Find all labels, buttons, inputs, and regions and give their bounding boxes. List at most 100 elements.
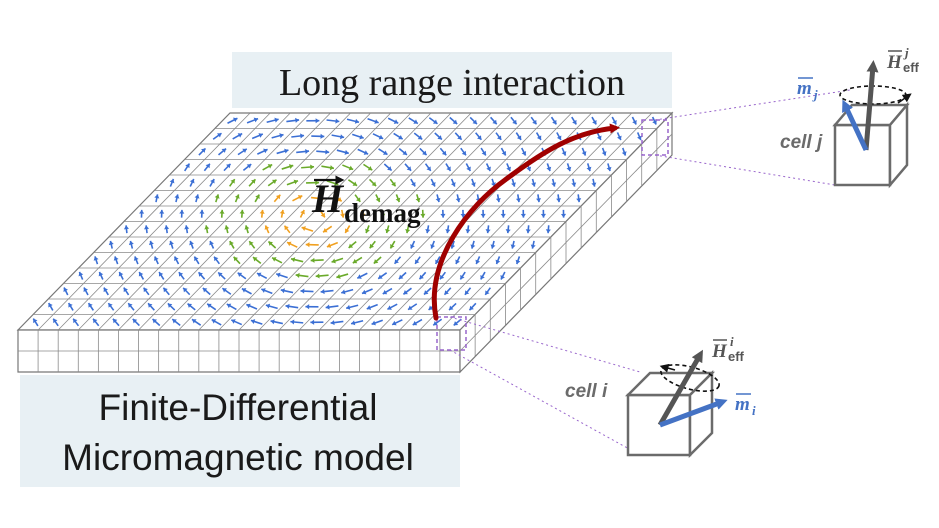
cell-arrow	[500, 147, 507, 156]
m-i-symbol: m	[735, 394, 750, 415]
slab-cell-j-highlight	[641, 119, 669, 156]
cell-arrow	[445, 225, 451, 234]
cell-arrow	[47, 302, 54, 311]
cell-arrow	[162, 287, 170, 296]
cell-arrow	[510, 116, 518, 125]
cell-arrow	[407, 303, 418, 311]
heff-j-vector	[863, 60, 879, 151]
cell-j-label: cell j	[780, 132, 823, 153]
cell-arrow	[495, 256, 501, 265]
cell-arrow	[159, 209, 165, 218]
cell-arrow	[601, 147, 607, 156]
cell-arrow	[292, 194, 303, 202]
cell-arrow	[133, 256, 139, 265]
cell-arrow	[480, 271, 486, 280]
cell-arrow	[203, 163, 211, 172]
cell-arrow	[256, 272, 268, 280]
cell-arrow	[425, 225, 431, 234]
cell-arrow	[83, 287, 89, 296]
cell-arrow	[234, 194, 240, 203]
cell-arrow	[596, 132, 602, 141]
cell-arrow	[389, 178, 397, 187]
cell-arrow	[152, 318, 161, 327]
cell-arrow	[217, 147, 227, 156]
cell-arrow	[357, 148, 369, 155]
cell-arrow	[226, 303, 237, 311]
cell-arrow	[367, 117, 379, 124]
cell-arrow	[209, 178, 215, 187]
cell-arrow	[387, 117, 399, 124]
cell-arrow	[440, 209, 446, 218]
cell-arrow	[182, 287, 191, 296]
cell-arrow	[132, 318, 140, 327]
cell-arrow	[347, 179, 358, 187]
cell-arrow	[266, 117, 279, 124]
cell-arrow	[123, 287, 130, 296]
cell-arrow	[405, 225, 411, 234]
cell-arrow	[305, 242, 319, 248]
cell-arrow	[455, 256, 461, 265]
cell-arrow	[561, 147, 567, 156]
cell-arrow	[311, 196, 324, 202]
cell-arrow	[224, 225, 230, 234]
cell-arrow	[213, 256, 221, 265]
cell-arrow	[560, 209, 567, 218]
cell-arrow	[283, 225, 291, 234]
cell-arrow	[400, 209, 406, 218]
cell-arrow	[383, 163, 393, 172]
cell-arrow	[413, 132, 423, 140]
cell-arrow	[428, 117, 438, 125]
cell-arrow	[184, 225, 190, 234]
cell-arrow	[306, 118, 320, 124]
cell-arrow	[322, 225, 333, 233]
cell-arrow	[276, 148, 289, 155]
cell-arrow	[197, 271, 206, 280]
cell-arrow	[371, 319, 384, 326]
cell-arrow	[301, 164, 315, 170]
cell-arrow	[127, 302, 135, 311]
cell-arrow	[455, 194, 461, 203]
cell-arrow	[300, 288, 314, 294]
cell-arrow	[490, 240, 496, 249]
cell-arrow	[566, 163, 572, 172]
cell-arrow	[556, 194, 562, 203]
cell-arrow	[480, 209, 486, 218]
cell-arrow	[616, 132, 622, 141]
cell-arrow	[465, 163, 472, 172]
bottom-title-box	[20, 375, 460, 487]
m-j-vector	[842, 99, 869, 152]
cell-arrow	[460, 147, 467, 156]
cell-arrow	[301, 226, 314, 232]
cell-arrow	[378, 148, 388, 156]
cell-arrow	[571, 178, 577, 187]
cell-arrow	[511, 178, 516, 187]
cell-arrow	[271, 257, 283, 264]
cell-arrow	[306, 180, 320, 186]
cell-arrow	[402, 287, 412, 295]
cell-arrow	[246, 303, 258, 310]
h-demag-symbol: H	[311, 176, 345, 221]
cell-arrow	[531, 178, 537, 187]
cell-arrow	[257, 148, 268, 155]
cell-arrow	[389, 240, 396, 249]
cell-arrow	[356, 272, 368, 279]
cell-arrow	[485, 225, 491, 234]
magnetization-arrows	[32, 116, 657, 327]
cell-arrow	[495, 132, 502, 141]
cell-arrow	[239, 209, 245, 218]
cell-arrow	[611, 116, 617, 125]
cell-arrow	[144, 225, 150, 234]
cell-arrow	[546, 163, 552, 172]
cell-arrow	[500, 271, 506, 280]
cell-arrow	[495, 194, 501, 203]
heff-j-label: H j eff	[886, 45, 920, 75]
cell-arrow	[264, 225, 270, 234]
cell-arrow	[221, 287, 232, 295]
cell-arrow	[228, 178, 236, 187]
cell-arrow	[78, 271, 84, 280]
cell-arrow	[340, 209, 346, 218]
grid-line	[459, 133, 673, 352]
cell-arrow	[113, 256, 119, 265]
cell-arrow	[591, 178, 597, 187]
